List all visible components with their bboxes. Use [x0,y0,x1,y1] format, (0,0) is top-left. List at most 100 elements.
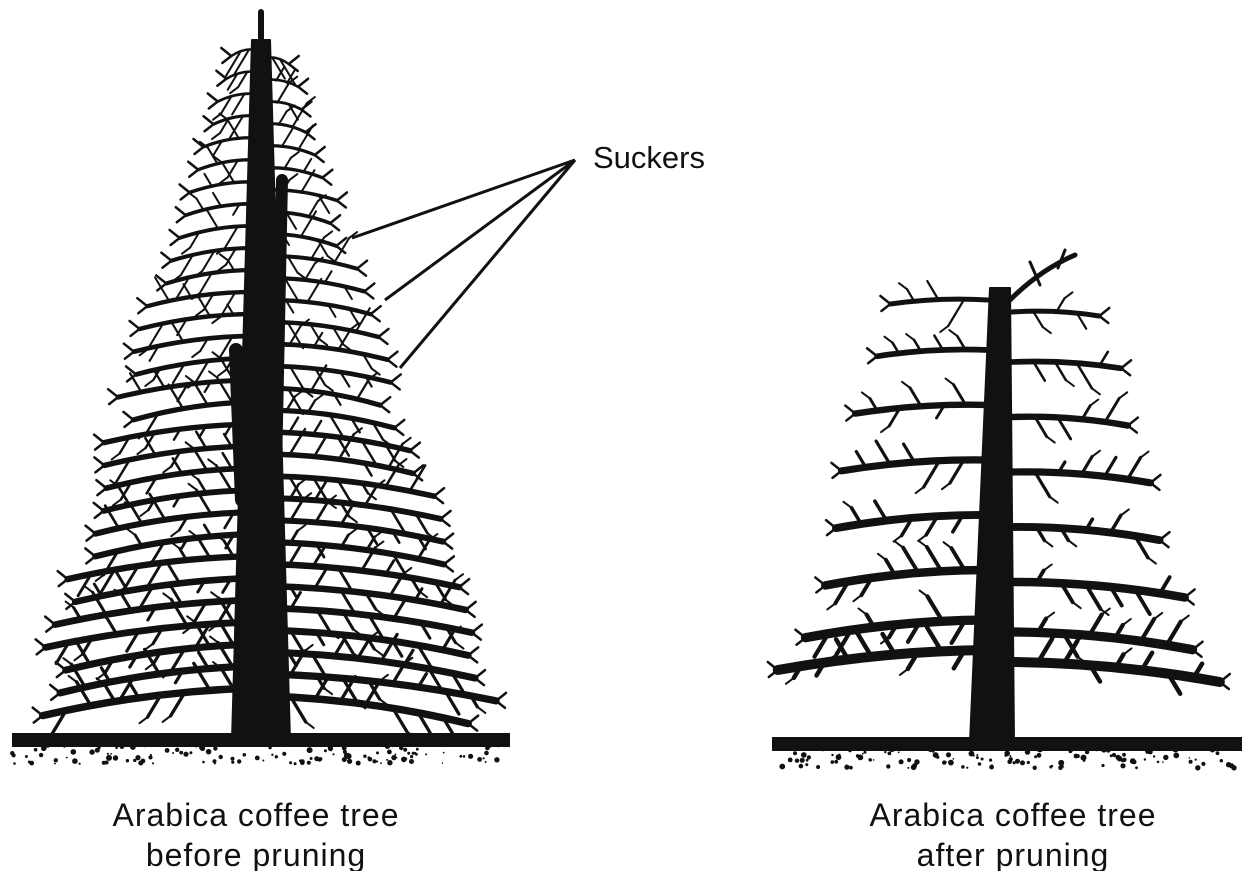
branch [832,471,841,478]
soil-speck [1162,761,1164,763]
soil-speck [46,744,49,747]
branch [138,448,146,454]
branch [894,536,902,542]
soil-speck [133,759,136,762]
branch [324,688,332,694]
branch [115,571,127,591]
branch [1012,361,1121,368]
soil-speck [67,741,72,746]
branch [862,392,870,398]
soil-speck [409,759,414,764]
soil-speck [376,751,379,754]
branch [161,253,171,261]
branch [364,283,374,291]
branch [949,330,957,336]
soil-speck [946,752,951,757]
branch [364,291,373,298]
soil-speck [484,751,489,756]
soil-speck [1157,761,1160,764]
soil-speck [172,752,174,754]
soil-speck [788,758,793,763]
branch [37,647,46,654]
soil-speck [888,752,892,756]
branch [444,564,453,571]
soil-speck [110,753,112,755]
branch [109,397,118,404]
branch [895,542,903,548]
soil-speck [795,759,799,763]
branch [163,593,171,599]
soil-speck [283,742,286,745]
branch [187,616,195,622]
soil-speck [899,748,902,751]
branch [1150,475,1160,483]
branch [920,590,928,596]
soil-speck [1231,765,1236,770]
soil-speck [1189,760,1193,764]
branch [867,348,877,356]
branch [899,283,907,289]
branch [186,442,194,448]
branch [940,326,948,332]
soil-speck [1050,766,1052,768]
branch [410,451,419,458]
branch [50,685,60,693]
branch [337,192,347,200]
branch [96,480,106,488]
soil-speck [443,752,445,754]
soil-speck [1148,749,1153,754]
branch [1121,509,1129,515]
branch [877,349,988,356]
soil-speck [138,761,143,766]
branch [289,64,298,71]
branch [919,541,927,547]
branch [288,257,298,273]
branch [124,420,133,427]
soil-speck [175,748,179,752]
soil-speck [1038,747,1043,752]
branch [466,602,476,610]
soil-speck [1120,763,1125,768]
branch [1047,437,1055,443]
branch [63,658,71,664]
soil-speck [307,742,311,746]
soil-speck [66,757,68,759]
soil-speck [989,765,994,770]
branch [1034,312,1043,327]
branch [472,633,481,640]
branch [475,670,485,678]
soil-speck [485,761,487,763]
soil-speck [898,751,900,753]
branch [314,436,326,457]
soil-speck [1081,755,1087,761]
branch [846,414,855,421]
soil-speck [237,759,241,763]
soil-speck [1099,747,1101,749]
soil-speck [148,755,152,759]
soil-speck [494,757,499,762]
branch [1150,483,1159,490]
suckers-callout [352,160,575,368]
branch [859,609,867,615]
soil-speck [314,756,319,761]
branch [298,87,307,94]
soil-speck [800,758,805,763]
branch [183,284,191,297]
soil-speck [213,746,217,750]
caption-after-line1: Arabica coffee tree [869,797,1156,833]
branch [434,488,444,496]
branch [182,248,190,254]
branch [305,645,313,651]
branch [443,534,453,542]
soil-speck [202,739,205,742]
soil-speck [1020,760,1025,765]
branch [1044,565,1052,571]
branch [468,647,478,655]
branch [46,625,55,632]
suckers-label: Suckers [593,140,705,175]
soil-speck [415,753,418,756]
branch [285,279,297,300]
branch [459,579,469,587]
soil-speck [25,755,28,758]
branch [168,564,179,583]
